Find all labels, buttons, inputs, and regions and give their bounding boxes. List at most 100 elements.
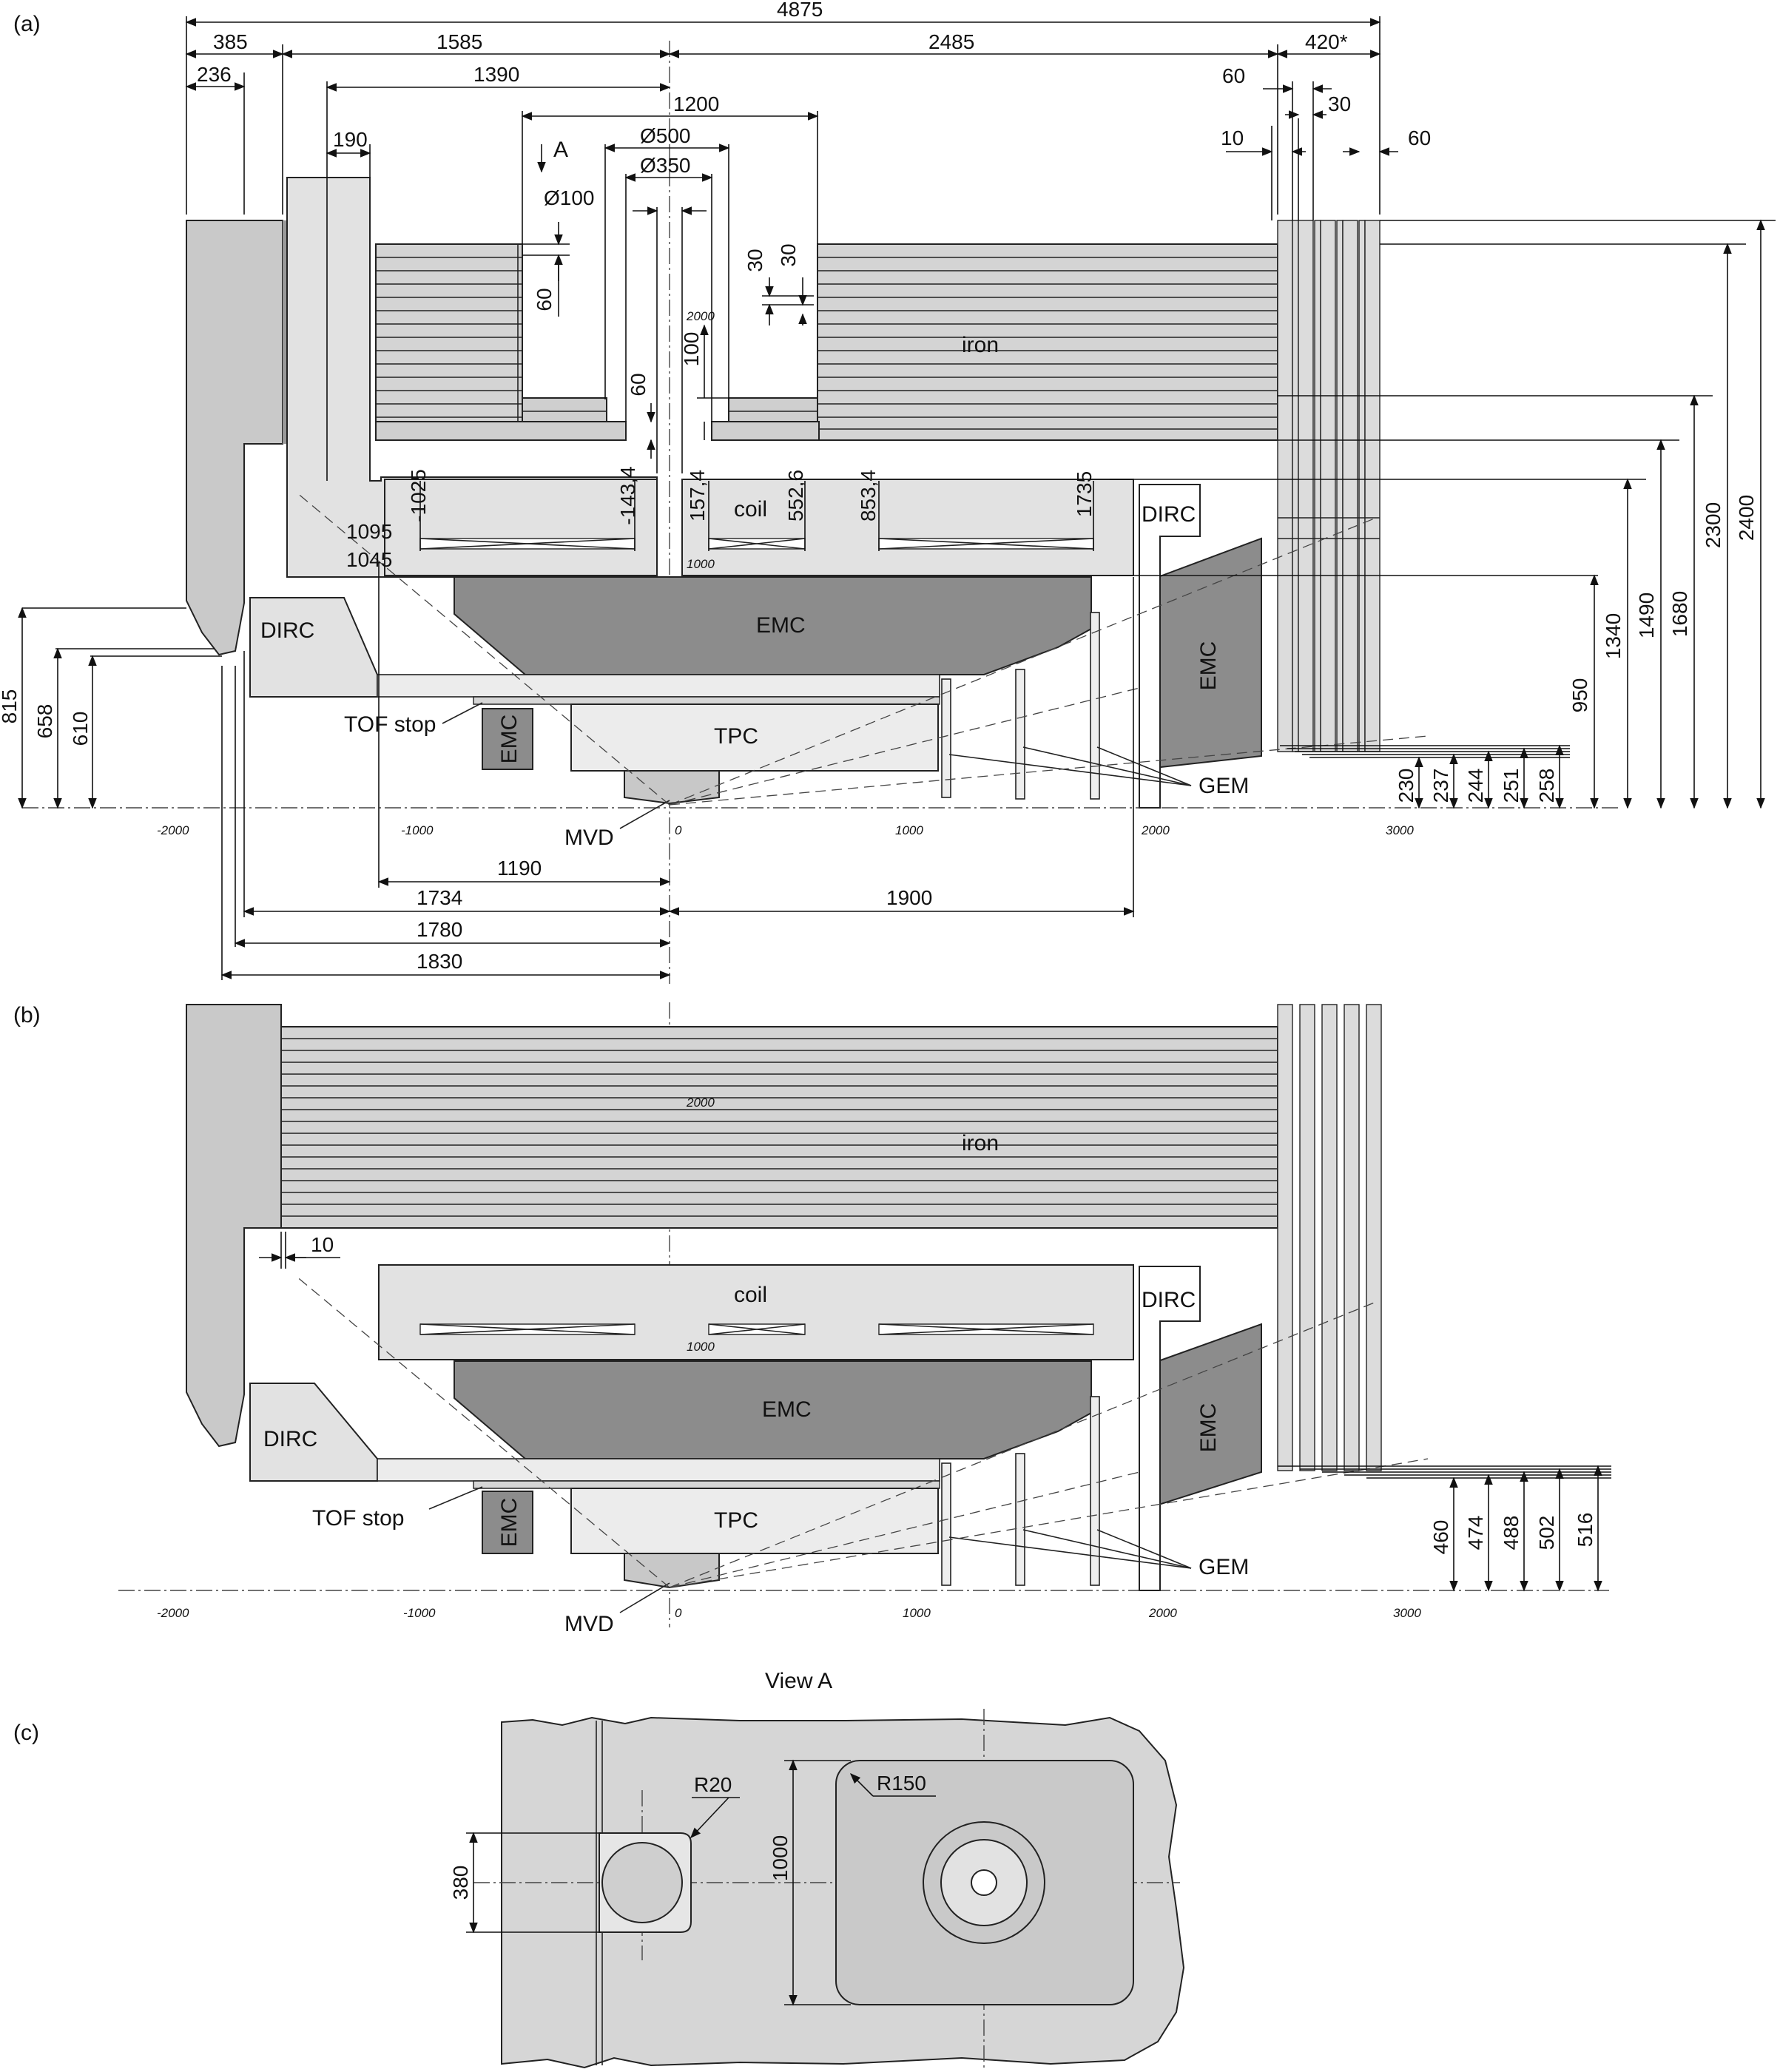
endcap-right-b	[1277, 1004, 1382, 1471]
iron-label-b: iron	[962, 1131, 999, 1155]
yoke-left	[286, 177, 658, 578]
svg-text:Ø100: Ø100	[544, 186, 595, 209]
dirc-forward-a	[1139, 484, 1201, 809]
dimensions-c: 380 1000 R20 R150	[449, 1759, 936, 2006]
svg-text:60: 60	[1408, 126, 1431, 149]
iron-label-a: iron	[962, 333, 999, 357]
svg-text:658: 658	[33, 704, 56, 739]
svg-text:157,4: 157,4	[686, 470, 709, 522]
svg-text:2400: 2400	[1735, 495, 1758, 541]
panel-b: (b) iron coil EMC EMC DIRC DIRC	[13, 1002, 1611, 1636]
svg-text:1900: 1900	[886, 886, 932, 909]
emc-backward-label-b: EMC	[497, 1498, 522, 1548]
dimensions-center-a: 60 30 30 100 60	[522, 222, 814, 459]
svg-text:-1025: -1025	[407, 469, 430, 522]
acceptance-line-4	[669, 735, 1429, 806]
svg-text:2485: 2485	[928, 30, 974, 53]
svg-text:30: 30	[1328, 92, 1351, 115]
tof-stop-b	[473, 1480, 940, 1489]
svg-text:0: 0	[675, 1606, 682, 1620]
svg-text:1200: 1200	[673, 92, 719, 115]
dimensions-right-a: 950 1340 1490 1680 2300 2400 230 237 244…	[1110, 219, 1776, 809]
svg-text:-1000: -1000	[401, 823, 434, 837]
coil-positions-a: -1025 -143,4 157,4 552,6 853,4 1735 1095…	[346, 466, 1096, 571]
svg-text:30: 30	[744, 249, 766, 271]
iron-b	[280, 1026, 1278, 1229]
mvd-label-a: MVD	[564, 826, 614, 850]
iron-upper-right	[817, 243, 1278, 441]
iron-bar-left	[375, 421, 627, 441]
small-bore	[601, 1842, 683, 1923]
svg-text:Ø500: Ø500	[640, 124, 691, 147]
panel-c-tag: (c)	[13, 1721, 39, 1745]
gem-plane-2-a	[1015, 669, 1025, 800]
svg-text:853,4: 853,4	[857, 470, 880, 522]
svg-text:1585: 1585	[436, 30, 482, 53]
svg-text:-1000: -1000	[403, 1606, 436, 1620]
svg-text:1680: 1680	[1668, 591, 1691, 637]
svg-text:2000: 2000	[1148, 1606, 1177, 1620]
dirc-forward-b	[1139, 1266, 1201, 1591]
coil-label-a: coil	[734, 497, 767, 522]
svg-text:30: 30	[777, 243, 800, 266]
tpc-label-b: TPC	[714, 1508, 758, 1533]
dirc-backward-label-a: DIRC	[260, 618, 314, 643]
dirc-bar-b	[377, 1458, 940, 1482]
svg-text:1095: 1095	[346, 520, 392, 543]
svg-text:3000: 3000	[1386, 823, 1414, 837]
svg-text:815: 815	[0, 689, 21, 724]
axis-ticks-a: -2000 -1000 0 1000 2000 3000 2000 1000	[157, 309, 1414, 837]
gem-plane-1-a	[941, 678, 951, 798]
svg-text:10: 10	[1221, 126, 1244, 149]
svg-text:1000: 1000	[687, 557, 715, 571]
coil-windings-a	[419, 538, 1094, 550]
svg-text:1000: 1000	[903, 1606, 931, 1620]
gem-label-a: GEM	[1199, 774, 1249, 798]
svg-text:4875: 4875	[777, 0, 823, 21]
tof-stop-label-a: TOF stop	[344, 712, 436, 737]
svg-text:552,6: 552,6	[784, 470, 807, 522]
panel-c: (c) View A 380 1000 R20 R150	[13, 1669, 1185, 2069]
emc-backward-b	[482, 1491, 533, 1554]
beam-pipe-inner	[971, 1869, 997, 1896]
svg-text:1190: 1190	[497, 857, 542, 880]
svg-text:1735: 1735	[1073, 471, 1096, 517]
svg-text:251: 251	[1500, 769, 1523, 803]
dirc-bar-a	[377, 674, 940, 698]
svg-text:2300: 2300	[1702, 502, 1725, 548]
svg-text:60: 60	[533, 288, 556, 311]
coil-windings-b	[419, 1323, 1094, 1335]
gem-label-b: GEM	[1199, 1555, 1249, 1579]
svg-text:237: 237	[1429, 769, 1452, 803]
iron-bar-right	[711, 421, 820, 441]
svg-text:190: 190	[333, 128, 368, 151]
panel-b-tag: (b)	[13, 1003, 41, 1027]
svg-text:-143,4: -143,4	[616, 466, 639, 524]
tof-stop-a	[473, 696, 940, 705]
svg-text:1734: 1734	[417, 886, 462, 909]
coil-housing-right	[681, 479, 1134, 576]
svg-text:R150: R150	[877, 1772, 926, 1795]
svg-text:1000: 1000	[895, 823, 923, 837]
svg-text:380: 380	[449, 1866, 472, 1900]
svg-text:474: 474	[1464, 1516, 1487, 1550]
svg-text:502: 502	[1535, 1516, 1558, 1550]
acceptance-line-b4	[669, 1458, 1429, 1588]
coil-housing-b	[378, 1264, 1134, 1360]
iron-b-laminations	[281, 1038, 1278, 1217]
emc-barrel-label-a: EMC	[756, 613, 806, 638]
svg-text:10: 10	[311, 1233, 334, 1256]
tof-stop-label-b: TOF stop	[312, 1506, 404, 1531]
gem-plane-3-a	[1090, 612, 1100, 800]
view-a-title: View A	[765, 1669, 832, 1693]
svg-text:Ø350: Ø350	[640, 154, 691, 177]
emc-barrel-label-b: EMC	[762, 1397, 812, 1422]
endcap-left-b	[186, 1004, 282, 1448]
dirc-forward-label-b: DIRC	[1142, 1288, 1196, 1312]
gem-plane-3-b	[1090, 1396, 1100, 1586]
acceptance-line-2	[669, 517, 1377, 806]
mvd-b	[624, 1553, 720, 1589]
acceptance-line-b2	[669, 1301, 1377, 1588]
svg-text:420*: 420*	[1305, 30, 1348, 53]
